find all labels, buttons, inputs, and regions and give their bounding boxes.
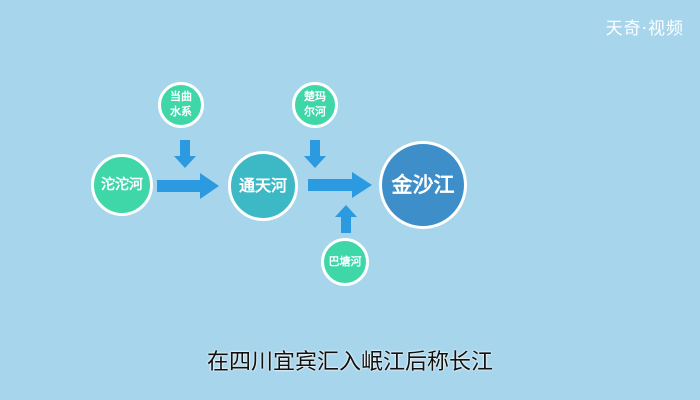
node-label: 金沙江 bbox=[391, 172, 455, 197]
node-batang-river: 巴塘河 bbox=[321, 238, 369, 286]
node-label: 楚玛 bbox=[304, 90, 326, 104]
arrow-tuotuo-to-tongtian bbox=[157, 173, 219, 199]
node-chuma-river: 楚玛 尔河 bbox=[292, 82, 338, 128]
arrow-chuma-down bbox=[304, 140, 326, 168]
node-label: 巴塘河 bbox=[328, 254, 362, 268]
subtitle: 在四川宜宾汇入岷江后称长江 bbox=[206, 350, 493, 375]
node-label: 通天河 bbox=[238, 176, 287, 196]
node-dangqu: 当曲 水系 bbox=[158, 82, 204, 128]
node-tongtian-river: 通天河 bbox=[228, 151, 298, 221]
node-label: 水系 bbox=[170, 105, 192, 118]
arrow-dangqu-down bbox=[174, 140, 196, 168]
node-jinsha-river: 金沙江 bbox=[379, 141, 467, 229]
node-tuotuo-river: 沱沱河 bbox=[91, 154, 153, 216]
node-label: 当曲 bbox=[170, 90, 192, 104]
watermark-logo: 天奇·视频 bbox=[605, 19, 684, 39]
node-label: 沱沱河 bbox=[101, 176, 143, 193]
arrow-tongtian-to-jinsha bbox=[308, 172, 372, 198]
arrow-batang-up bbox=[335, 205, 357, 233]
node-label: 尔河 bbox=[304, 105, 326, 118]
